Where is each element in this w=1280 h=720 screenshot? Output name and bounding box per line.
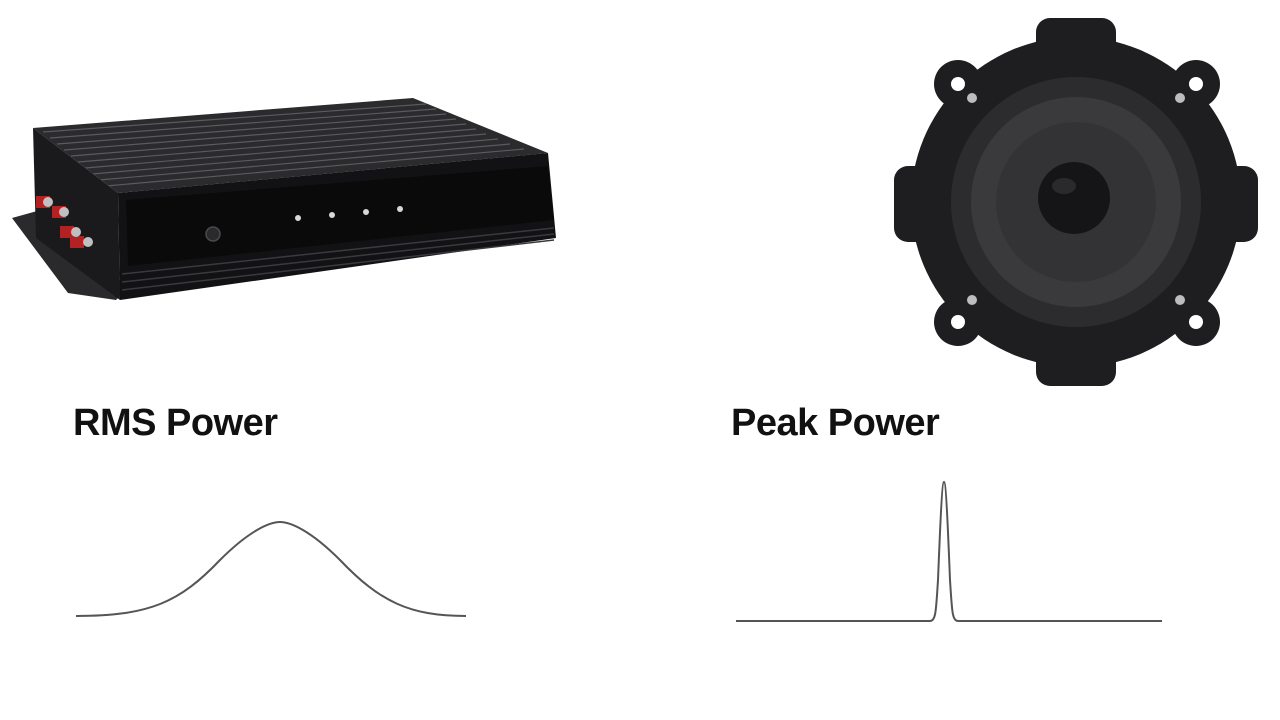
rms-bell-curve <box>75 520 467 617</box>
rms-power-label: RMS Power <box>73 402 278 444</box>
amplifier-illustration <box>12 98 556 300</box>
speaker-dust-cap <box>1038 162 1110 234</box>
peak-curve-line <box>736 480 1162 622</box>
rms-curve-line <box>75 520 467 617</box>
peak-spike-curve <box>736 480 1162 622</box>
amplifier-side-panel <box>33 128 120 300</box>
speaker-mounting-holes <box>951 77 1203 329</box>
amplifier-terminals <box>36 196 93 248</box>
peak-power-label: Peak Power <box>731 402 940 444</box>
heatsink-fins <box>42 103 525 187</box>
amplifier-front-panel <box>126 166 554 266</box>
amplifier-power-led <box>205 226 221 242</box>
speaker-illustration <box>894 18 1258 386</box>
dust-cap-highlight <box>1052 178 1076 194</box>
amplifier-lower-fins <box>121 227 555 291</box>
amplifier-indicator-lights <box>295 206 403 221</box>
